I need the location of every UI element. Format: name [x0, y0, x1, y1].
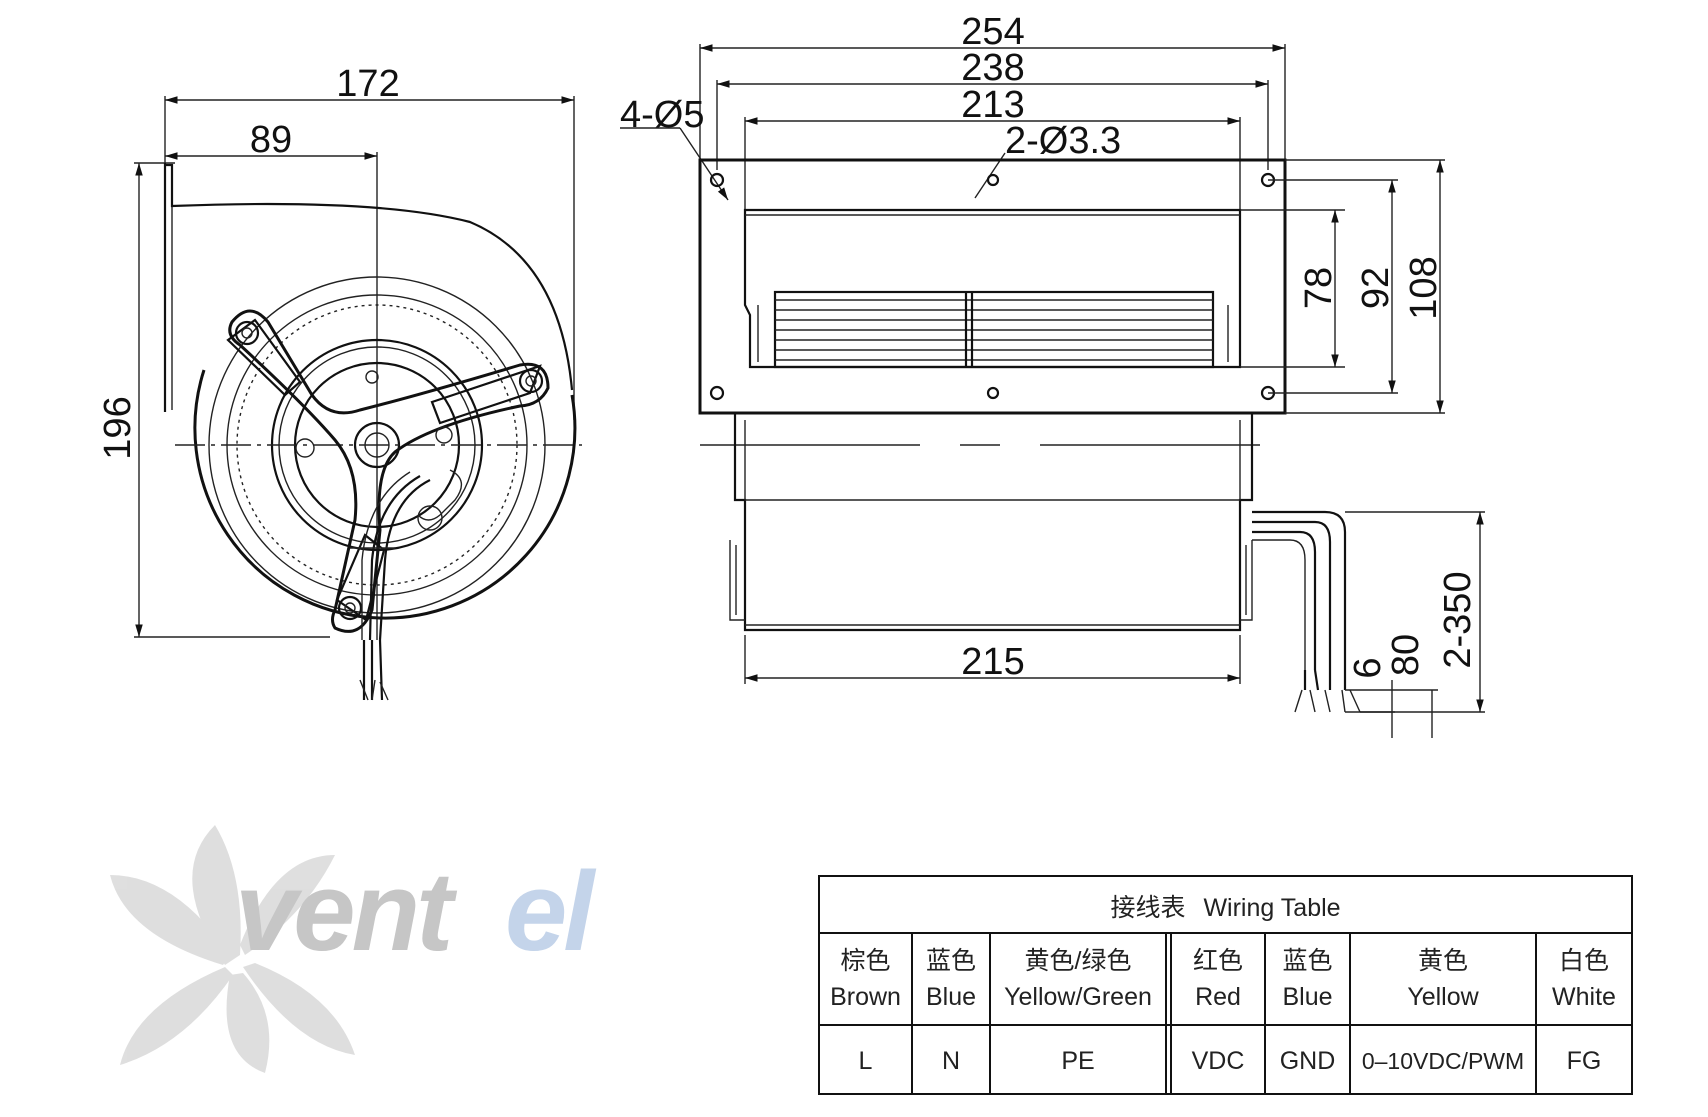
dim-238-label: 238	[961, 47, 1024, 89]
svg-text:el: el	[505, 849, 597, 974]
holes-2-label: 2-Ø3.3	[1005, 120, 1121, 162]
wiring-value-row: L N PE VDC GND 0–10VDC/PWM FG	[820, 1026, 1631, 1095]
wiring-table-title: 接线表 Wiring Table	[820, 877, 1631, 934]
dim-172-label: 172	[336, 63, 399, 105]
wire-function-cell: FG	[1566, 1046, 1602, 1075]
wire-function-cell: GND	[1266, 1026, 1351, 1095]
wiring-title-cn: 接线表	[1110, 894, 1186, 922]
ventel-watermark-logo: vent el	[110, 825, 601, 1073]
dim-215-label: 215	[961, 641, 1024, 683]
dim-78-label: 78	[1298, 267, 1340, 309]
wire-function-cell: PE	[991, 1026, 1172, 1095]
dim-89-label: 89	[250, 119, 292, 161]
dim-213-label: 213	[961, 84, 1024, 126]
side-view: 172 89 196	[97, 63, 582, 701]
svg-text:vent: vent	[235, 849, 458, 974]
dim-108-label: 108	[1403, 256, 1445, 319]
wire-function-cell: L	[820, 1026, 913, 1095]
dim-254-label: 254	[961, 11, 1024, 53]
dim-6-label: 6	[1347, 657, 1389, 678]
wiring-title-en: Wiring Table	[1203, 894, 1341, 922]
dim-80-label: 80	[1385, 634, 1427, 676]
wire-function-cell: N	[913, 1026, 991, 1095]
wire-function-cell: VDC	[1172, 1026, 1266, 1095]
dim-2-350-label: 2-350	[1437, 571, 1479, 668]
wire-function-cell: 0–10VDC/PWM	[1351, 1026, 1537, 1095]
front-view: 254 238 213 4-Ø5 2-Ø3.3	[620, 11, 1485, 738]
flange-plate	[698, 158, 1287, 415]
dim-196-label: 196	[97, 396, 139, 459]
dim-92-label: 92	[1355, 267, 1397, 309]
holes-4-label: 4-Ø5	[620, 94, 704, 136]
